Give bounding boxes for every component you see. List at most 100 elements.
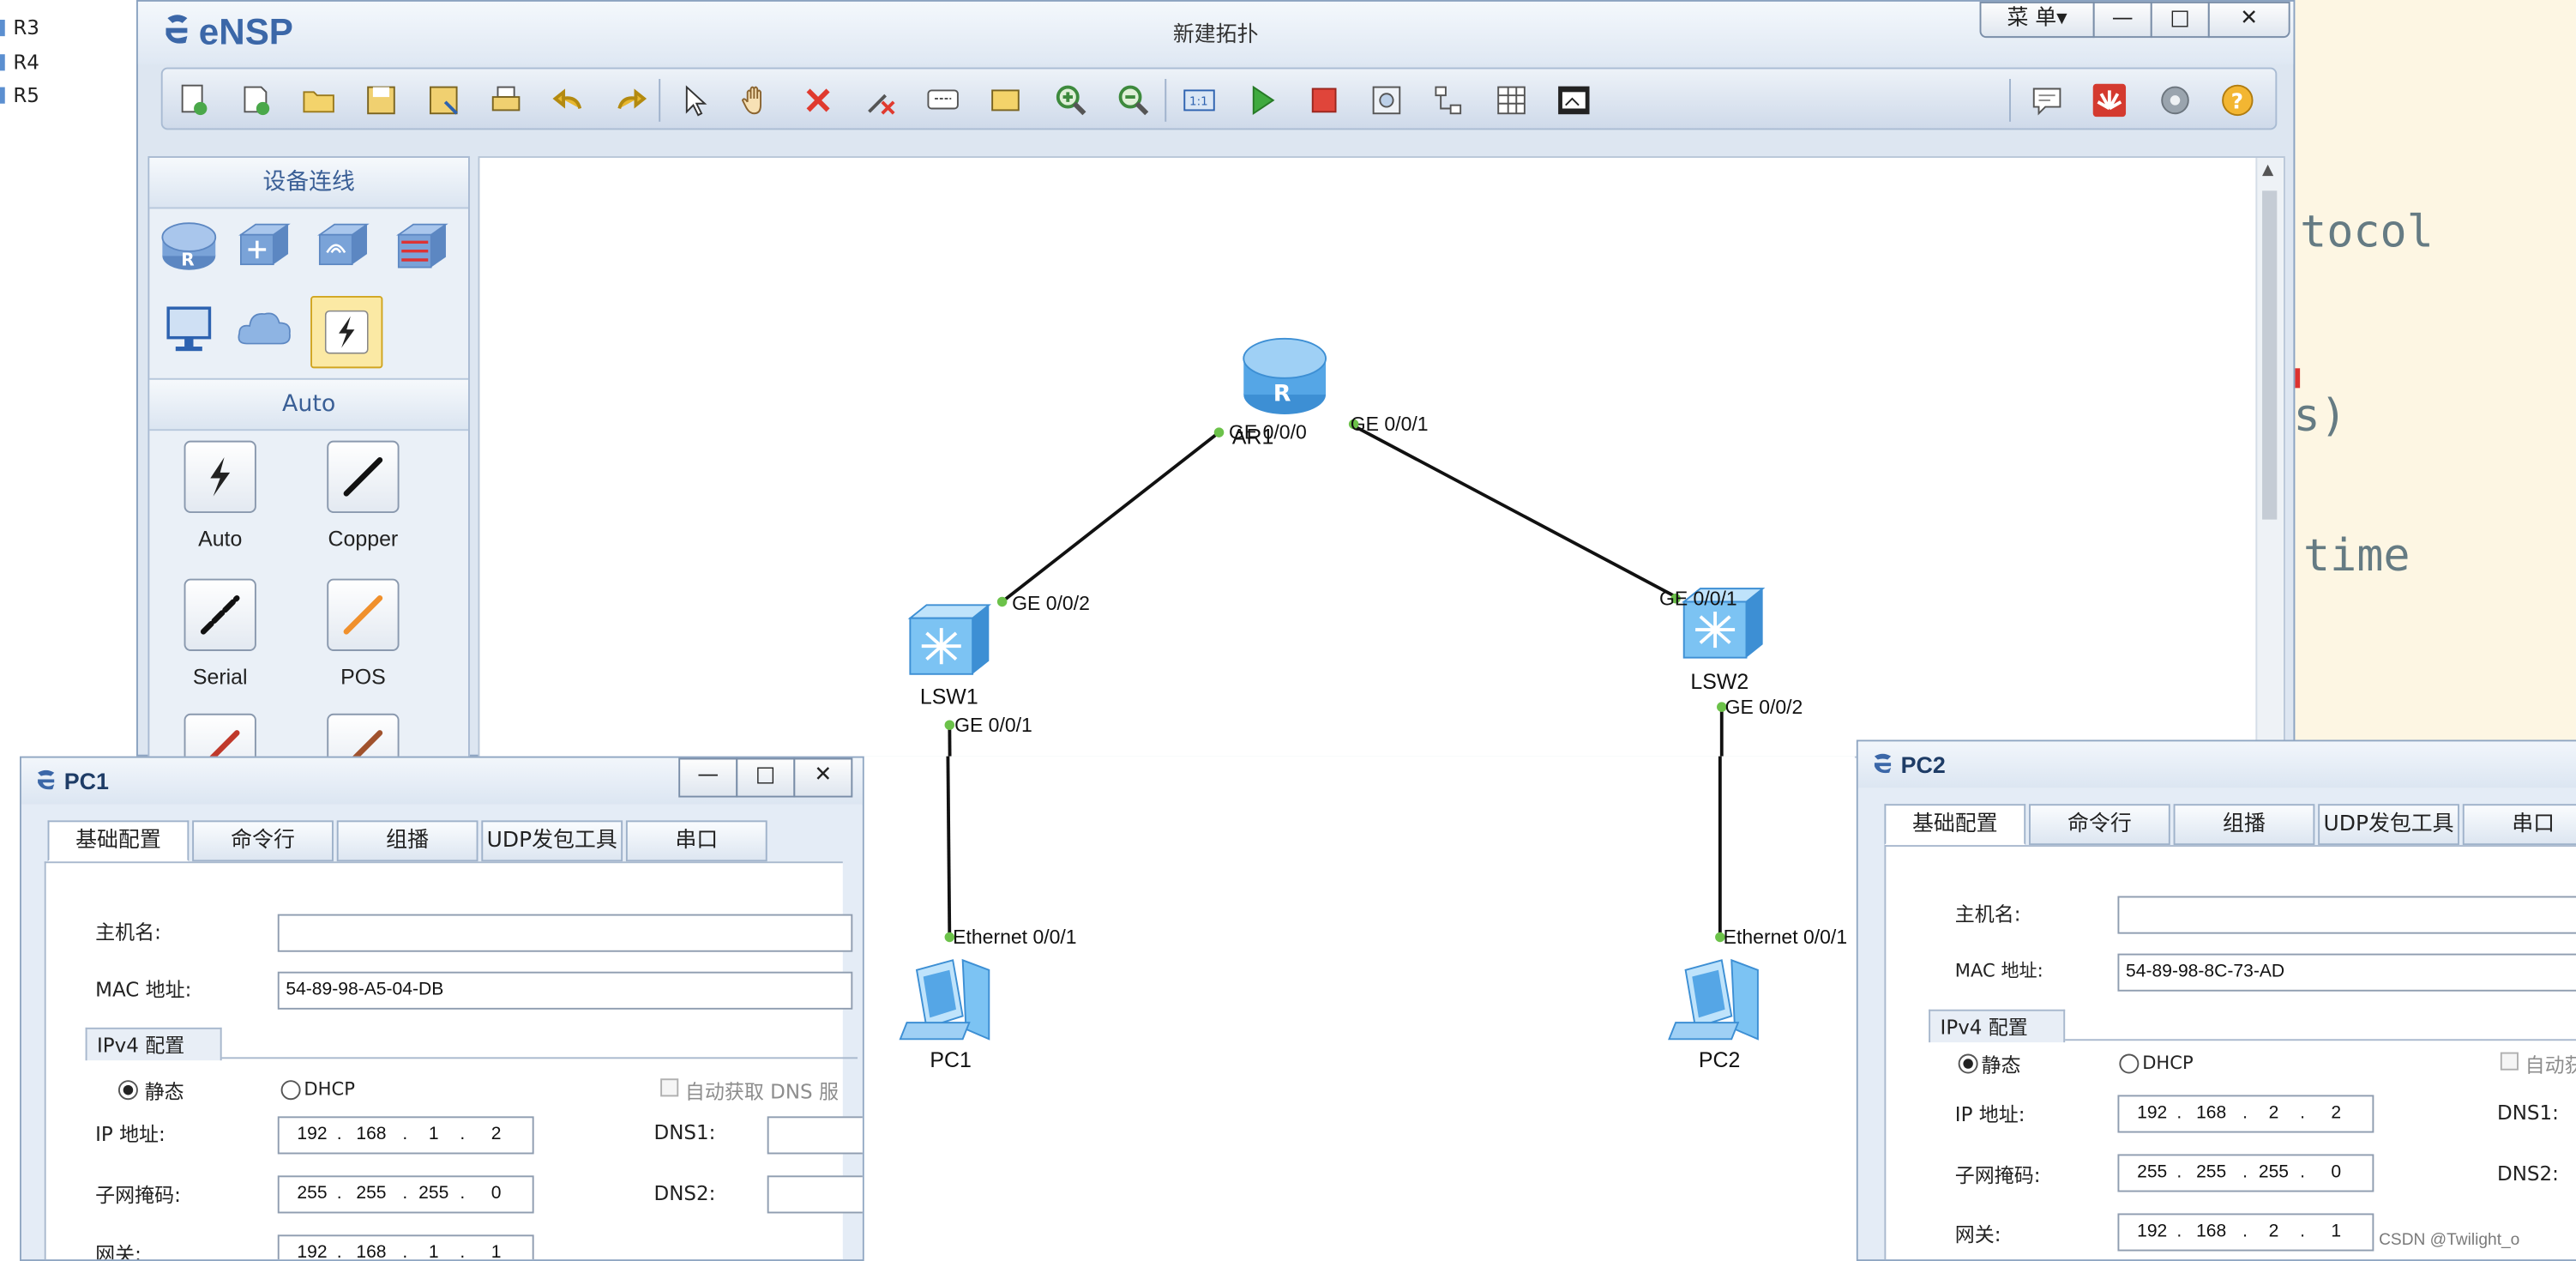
start-button[interactable] [1240, 79, 1283, 122]
delete-link-button[interactable] [859, 79, 902, 122]
help-button[interactable]: ? [2216, 79, 2259, 122]
undo-icon [552, 88, 582, 110]
pc1-dns2-input[interactable] [767, 1175, 863, 1214]
pc2-tab-cli[interactable]: 命令行 [2029, 804, 2170, 846]
pc2-tab-multicast[interactable]: 组播 [2173, 804, 2315, 846]
pc1-maximize-button[interactable]: □ [736, 757, 796, 798]
topology-layout-button[interactable] [1428, 79, 1471, 122]
save-as-button[interactable] [422, 79, 465, 122]
link-ar1-lsw2[interactable] [1349, 422, 1680, 600]
firewall-category[interactable] [389, 214, 455, 280]
cloud-category[interactable] [232, 296, 298, 362]
select-button[interactable] [672, 79, 715, 122]
pc2-tab-basic[interactable]: 基础配置 [1884, 804, 2026, 846]
node-ar1[interactable]: R [1243, 337, 1327, 414]
pc1-static-radio[interactable] [117, 1080, 138, 1101]
vertical-scrollbar[interactable]: ▲ [2255, 157, 2284, 757]
fit-button[interactable]: 1:1 [1178, 79, 1221, 122]
cable-category[interactable] [310, 295, 383, 369]
pc2-title-bar[interactable]: PC2 [1857, 741, 2576, 789]
node-lsw2[interactable] [1681, 588, 1766, 659]
pc1-ip-input[interactable]: 192. 168. 1. 2 [277, 1116, 534, 1155]
zoom-out-button[interactable] [1112, 79, 1155, 122]
print-icon [491, 86, 521, 112]
pc1-gateway-input[interactable]: 192. 168. 1. 1 [277, 1234, 534, 1260]
pc1-tab-serial[interactable]: 串口 [625, 820, 767, 862]
switch-category[interactable] [232, 214, 298, 280]
pc2-ip-input[interactable]: 192. 168. 2. 2 [2117, 1095, 2374, 1133]
new-exam-button[interactable] [235, 79, 278, 122]
new-topology-button[interactable] [172, 79, 215, 122]
palette-button[interactable] [984, 79, 1027, 122]
huawei-button[interactable] [2088, 79, 2131, 122]
pc1-mac-input[interactable]: 54-89-98-A5-04-DB [277, 971, 853, 1010]
cable-auto[interactable] [184, 440, 256, 513]
tree-item-r4[interactable]: R4 [0, 49, 39, 75]
pc1-title-bar[interactable]: PC1 — □ ✕ [21, 757, 863, 806]
pc1-hostname-input[interactable] [277, 914, 853, 952]
cable-copper[interactable] [327, 440, 400, 513]
pc2-tab-udp-tool[interactable]: UDP发包工具 [2318, 804, 2459, 846]
pc1-minimize-button[interactable]: — [678, 757, 738, 798]
pc-category[interactable] [156, 296, 222, 362]
pc2-dhcp-radio[interactable] [2119, 1053, 2140, 1074]
pc1-body: 基础配置 命令行 组播 UDP发包工具 串口 主机名: MAC 地址: 54-8… [21, 804, 863, 1260]
port-dot [996, 596, 1008, 607]
node-pc2[interactable] [1668, 958, 1759, 1041]
node-pc1[interactable] [899, 958, 990, 1041]
new-topology-icon [181, 84, 208, 116]
text-button[interactable] [922, 79, 965, 122]
stop-icon [1311, 87, 1337, 113]
close-button[interactable]: ✕ [2207, 1, 2290, 39]
pc2-auto-dns-checkbox[interactable] [2500, 1052, 2519, 1071]
wlan-category[interactable] [310, 214, 376, 280]
delete-button[interactable] [797, 79, 840, 122]
cable-serial[interactable] [184, 578, 256, 651]
undo-button[interactable] [547, 79, 590, 122]
pan-button[interactable] [734, 79, 777, 122]
pc2-hostname-input[interactable] [2117, 896, 2576, 934]
pc1-tab-udp-tool[interactable]: UDP发包工具 [481, 820, 623, 862]
pc2-gateway-input[interactable]: 192. 168. 2. 1 [2117, 1213, 2374, 1252]
open-button[interactable] [298, 79, 340, 122]
pc1-close-button[interactable]: ✕ [793, 757, 853, 798]
pc2-static-radio[interactable] [1958, 1053, 1978, 1074]
tree-item-r5[interactable]: R5 [0, 82, 39, 109]
cable-pos[interactable] [327, 578, 400, 651]
pc1-tab-cli[interactable]: 命令行 [192, 820, 334, 862]
save-button[interactable] [360, 79, 403, 122]
scroll-thumb[interactable] [2262, 190, 2278, 520]
settings-button[interactable] [2154, 79, 2197, 122]
pc2-mac-input[interactable]: 54-89-98-8C-73-AD [2117, 953, 2576, 992]
chat-button[interactable] [2025, 79, 2068, 122]
screenshot-button[interactable] [1552, 79, 1595, 122]
link-lsw1-pc1[interactable] [946, 756, 952, 938]
pc1-tab-multicast[interactable]: 组播 [336, 820, 478, 862]
router-category[interactable]: R [156, 214, 222, 280]
node-lsw1[interactable] [907, 604, 992, 675]
svg-text:R: R [181, 249, 195, 269]
print-button[interactable] [485, 79, 527, 122]
stop-button[interactable] [1303, 79, 1345, 122]
topology-icon [1435, 86, 1462, 115]
pc1-dhcp-radio[interactable] [280, 1080, 301, 1101]
grid-button[interactable] [1490, 79, 1533, 122]
pc1-dns1-input[interactable] [767, 1116, 863, 1155]
zoom-in-button[interactable] [1050, 79, 1092, 122]
tree-item-r3[interactable]: R3 [0, 15, 39, 41]
redo-button[interactable] [610, 79, 653, 122]
pc2-mask-input[interactable]: 255. 255. 255. 0 [2117, 1154, 2374, 1192]
link-ar1-lsw1[interactable] [1001, 431, 1220, 603]
maximize-button[interactable]: □ [2150, 1, 2210, 39]
capture-button[interactable] [1365, 79, 1408, 122]
zoom-in-icon [1056, 85, 1086, 116]
pc1-tab-basic[interactable]: 基础配置 [47, 820, 190, 862]
scroll-up-icon[interactable]: ▲ [2262, 162, 2274, 179]
menu-button[interactable]: 菜 单▾ [1979, 1, 2095, 39]
pc2-tab-serial[interactable]: 串口 [2462, 804, 2576, 846]
pc1-mask-input[interactable]: 255. 255. 255. 0 [277, 1175, 534, 1214]
mask-label: 子网掩码: [95, 1183, 181, 1207]
topology-canvas[interactable]: R [478, 156, 2285, 758]
pc1-auto-dns-checkbox[interactable] [660, 1078, 679, 1097]
title-bar[interactable]: eNSP 新建拓扑 菜 单▾ — □ ✕ [137, 1, 2294, 64]
